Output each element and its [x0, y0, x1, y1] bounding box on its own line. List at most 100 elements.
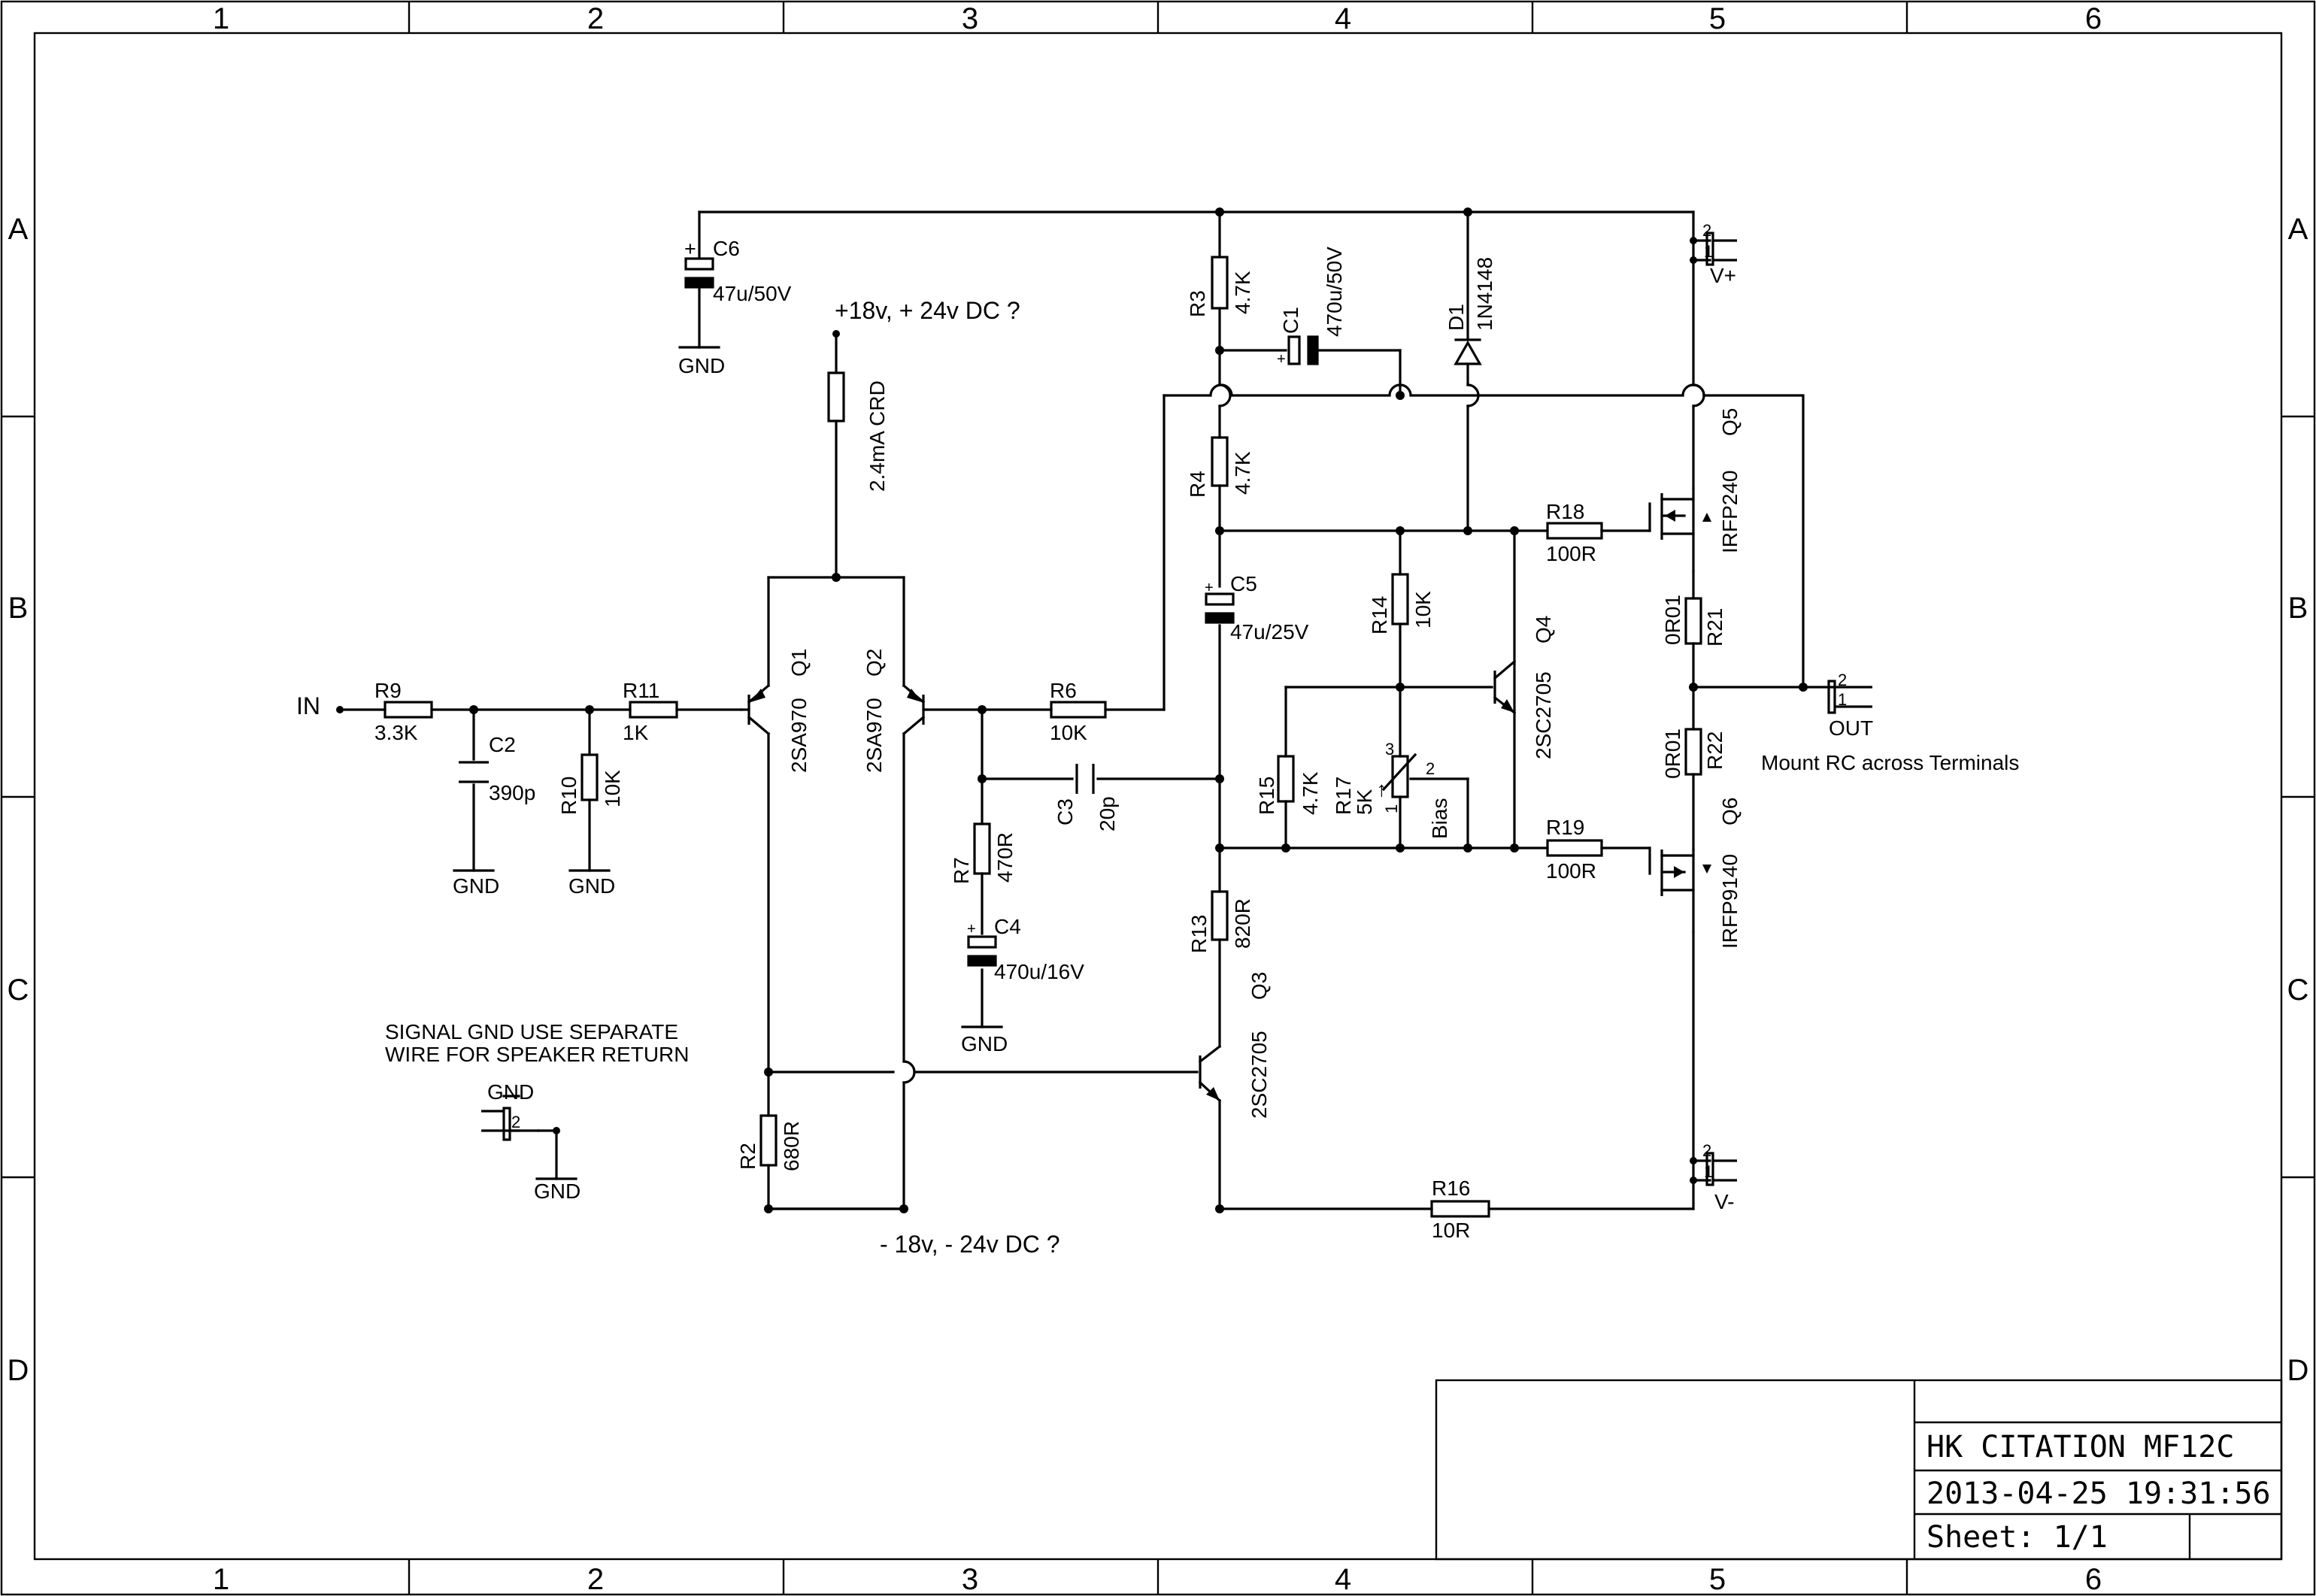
resistor-r7: R7 470R — [950, 822, 1017, 884]
q6-ref: Q6 — [1718, 798, 1742, 825]
q1-ref: Q1 — [787, 649, 811, 677]
resistor-r15: R15 4.7K — [1255, 755, 1322, 815]
q1-emitter-arrow-icon — [750, 689, 765, 702]
r2-ref: R2 — [736, 1143, 759, 1170]
svg-text:+: + — [1277, 351, 1286, 368]
q2-value: 2SA970 — [862, 698, 886, 773]
r16-value: 10R — [1432, 1219, 1470, 1242]
row-markers: A B C D A B C D — [8, 213, 2309, 1387]
mosfet-q5: Q5 IRFP240 — [1648, 408, 1742, 573]
r6-value: 10K — [1050, 721, 1087, 744]
resistor-r21: R21 0R01 — [1661, 595, 1726, 647]
resistor-r4: R4 4.7K — [1186, 436, 1254, 498]
d1-value: 1N4148 — [1473, 257, 1496, 331]
resistor-r13: R13 820R — [1187, 890, 1254, 953]
q6-value: IRFP9140 — [1718, 854, 1742, 949]
r15-value: 4.7K — [1299, 771, 1322, 815]
q5-value: IRFP240 — [1718, 471, 1742, 554]
c1-value: 470u/50V — [1323, 247, 1346, 337]
r17-value: 5K — [1353, 789, 1376, 815]
row-d-left: D — [8, 1354, 29, 1387]
row-c-right: C — [2287, 974, 2309, 1007]
capacitor-c1: + C1 470u/50V — [1277, 247, 1346, 368]
bias-label: Bias — [1428, 798, 1451, 839]
r2-value: 680R — [780, 1121, 803, 1171]
trimmer-r17: R17 5K → 3 1 2 Bias — [1332, 740, 1451, 839]
r17-pin-1: 1 — [1382, 804, 1401, 813]
resistor-r10: R10 10K — [557, 753, 624, 815]
gnd-c4: GND — [961, 1032, 1008, 1055]
gnd-c6: GND — [678, 354, 725, 377]
col-4-top: 4 — [1335, 2, 1351, 35]
r16-ref: R16 — [1432, 1177, 1470, 1200]
capacitor-c6: + C6 47u/50V — [684, 237, 792, 305]
vplus-label: V+ — [1710, 264, 1736, 287]
col-5-bottom: 5 — [1709, 1563, 1726, 1596]
r14-value: 10K — [1411, 591, 1435, 628]
connector-vplus[interactable]: 2 1 V+ — [1702, 221, 1737, 287]
transistor-q2: Q2 2SA970 — [862, 649, 928, 773]
vplus-pin-2: 2 — [1702, 221, 1711, 240]
r9-ref: R9 — [374, 679, 402, 702]
r10-ref: R10 — [557, 777, 581, 815]
out-pin-2: 2 — [1838, 671, 1847, 689]
gnd-r10: GND — [568, 874, 615, 898]
col-1-top: 1 — [213, 2, 229, 35]
resistor-r14: R14 10K — [1368, 573, 1435, 634]
row-b-left: B — [8, 592, 29, 625]
r18-ref: R18 — [1546, 500, 1584, 523]
c2-ref: C2 — [489, 733, 516, 756]
mosfet-q6: Q6 IRFP9140 — [1648, 798, 1742, 949]
col-3-top: 3 — [962, 2, 978, 35]
c4-value: 470u/16V — [994, 960, 1084, 983]
resistor-r2: R2 680R — [736, 1114, 803, 1171]
r17-pin-3: 3 — [1385, 740, 1394, 759]
q3-emitter-arrow-icon — [1206, 1087, 1220, 1101]
supply-negative-note: - 18v, - 24v DC ? — [880, 1231, 1059, 1258]
r13-value: 820R — [1231, 898, 1254, 949]
vplus-pin-1: 1 — [1704, 242, 1713, 261]
r15-ref: R15 — [1255, 777, 1278, 815]
row-c-left: C — [8, 974, 29, 1007]
resistor-r22: R22 0R01 — [1661, 728, 1726, 779]
capacitor-c5: + C5 47u/25V — [1205, 572, 1309, 644]
svg-text:+: + — [684, 238, 696, 260]
vminus-pin-1: 1 — [1704, 1162, 1713, 1181]
c6-ref: C6 — [713, 237, 740, 260]
col-2-bottom: 2 — [587, 1563, 604, 1596]
transistor-q3: Q3 2SC2705 — [1198, 972, 1271, 1119]
vminus-label: V- — [1714, 1190, 1734, 1213]
resistor-r16: R16 10R — [1430, 1177, 1490, 1242]
q4-emitter-arrow-icon — [1501, 699, 1514, 713]
q6-body-diode-icon — [1702, 865, 1711, 874]
c5-ref: C5 — [1230, 572, 1257, 595]
connector-vminus[interactable]: 2 1 V- — [1702, 1141, 1737, 1213]
svg-text:+: + — [967, 921, 976, 937]
q4-value: 2SC2705 — [1532, 671, 1555, 759]
title-block: HK CITATION MF12C 2013-04-25 19:31:56 Sh… — [1435, 1379, 2283, 1561]
transistor-q1: Q1 2SA970 — [740, 649, 811, 773]
diode-d1: D1 1N4148 — [1444, 257, 1496, 365]
mount-rc-note: Mount RC across Terminals — [1761, 751, 2019, 774]
drawing-sheet: Sheet: 1/1 — [1926, 1520, 2108, 1555]
capacitor-c2: C2 390p — [459, 733, 535, 804]
connector-out[interactable]: 2 1 OUT — [1827, 671, 1873, 740]
r3-ref: R3 — [1186, 290, 1209, 317]
c3-value: 20p — [1096, 796, 1119, 831]
resistor-r6: R6 10K — [1050, 679, 1107, 744]
q3-ref: Q3 — [1247, 972, 1271, 1000]
r13-ref: R13 — [1187, 915, 1211, 953]
q1-value: 2SA970 — [787, 698, 811, 773]
connector-signal-gnd[interactable]: GND 2 — [481, 1080, 540, 1141]
signal-gnd-note-line1: SIGNAL GND USE SEPARATE — [385, 1020, 678, 1043]
r7-value: 470R — [993, 832, 1017, 883]
q2-emitter-arrow-icon — [907, 689, 922, 702]
c1-ref: C1 — [1279, 307, 1302, 334]
crd-value: 2.4mA CRD — [865, 380, 889, 492]
resistor-r19: R19 100R — [1546, 816, 1603, 883]
signal-gnd-pin-2: 2 — [511, 1113, 520, 1131]
signal-gnd-note-line2: WIRE FOR SPEAKER RETURN — [385, 1043, 689, 1066]
q2-ref: Q2 — [862, 649, 886, 677]
